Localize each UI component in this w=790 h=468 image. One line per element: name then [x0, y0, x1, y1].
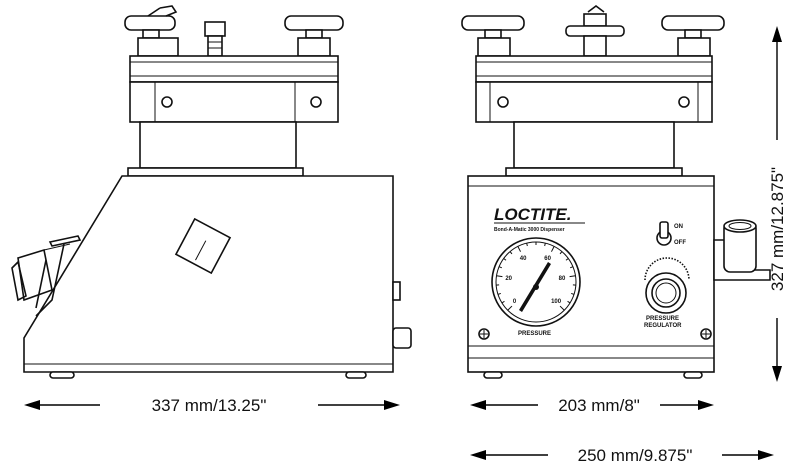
gauge-tick-label: 80	[559, 276, 566, 282]
gauge-tick	[559, 251, 563, 255]
side-view	[11, 5, 412, 379]
front-view: LOCTITE. Bond-A-Matic 3000 Dispenser ON …	[461, 5, 771, 379]
gauge-tick-label: 20	[505, 276, 512, 282]
front-base-plate	[505, 167, 683, 177]
front-screw-right	[700, 328, 712, 340]
dimension-side-width: 337 mm/13.25"	[24, 396, 400, 415]
gauge-tick	[526, 242, 528, 247]
gauge-tick-label: 60	[544, 256, 551, 262]
dimension-overall-width: 250 mm/9.875"	[470, 446, 774, 465]
gauge-tick	[569, 266, 574, 269]
gauge-label: PRESSURE	[518, 331, 551, 337]
gauge-tick-label: 40	[520, 256, 527, 262]
height-label: 327 mm/12.875"	[768, 167, 787, 291]
gauge-tick	[496, 275, 503, 278]
gauge-tick-label: 0	[513, 299, 517, 305]
side-cup-holder	[713, 219, 771, 281]
side-reservoir	[139, 121, 297, 169]
side-rear-switch	[392, 281, 401, 301]
side-width-label: 337 mm/13.25"	[152, 396, 267, 415]
front-handwheel-right	[661, 15, 725, 57]
side-reservoir-cap	[129, 55, 339, 123]
pressure-regulator-knob[interactable]	[644, 257, 690, 314]
gauge-tick	[501, 300, 505, 304]
gauge-tick	[565, 258, 569, 261]
side-handwheel-right	[284, 15, 344, 57]
side-knob	[174, 217, 232, 275]
side-handwheel-left	[124, 5, 179, 57]
gauge-tick	[503, 258, 507, 261]
gauge-tick	[567, 300, 571, 304]
dimension-height: 327 mm/12.875"	[768, 26, 787, 382]
side-valve-fitting	[204, 21, 226, 57]
brand-logo: LOCTITE.	[494, 205, 571, 224]
gauge-tick	[498, 266, 503, 269]
switch-on-label: ON	[674, 224, 683, 230]
gauge-tick	[544, 242, 546, 247]
gauge-tick	[509, 251, 513, 255]
front-valve-fitting	[565, 5, 625, 57]
gauge-tick	[569, 275, 576, 278]
power-switch[interactable]: ON OFF	[656, 221, 686, 246]
dimension-front-width: 203 mm/8"	[470, 396, 714, 415]
gauge-tick	[550, 246, 555, 252]
gauge-tick	[507, 305, 513, 311]
gauge-tick-label: 100	[551, 299, 562, 305]
front-reservoir-cap	[475, 55, 713, 123]
gauge-tick	[517, 246, 522, 252]
pressure-gauge: 0 20 40 60 80 100	[491, 237, 581, 327]
switch-off-label: OFF	[674, 240, 686, 246]
regulator-label-2: REGULATOR	[644, 323, 682, 329]
side-front-assembly	[11, 235, 82, 317]
front-handwheel-left	[461, 15, 525, 57]
gauge-tick	[571, 292, 575, 295]
gauge-tick	[497, 292, 501, 295]
side-base-plate	[127, 167, 304, 177]
gauge-tick	[559, 305, 565, 311]
overall-width-label: 250 mm/9.875"	[578, 446, 693, 465]
product-subtitle: Bond-A-Matic 3000 Dispenser	[494, 227, 565, 233]
side-housing	[23, 175, 394, 373]
front-width-label: 203 mm/8"	[558, 396, 640, 415]
regulator-label-1: PRESSURE	[646, 316, 679, 322]
side-rear-port	[392, 327, 412, 349]
front-screw-left	[478, 328, 490, 340]
front-reservoir	[513, 121, 675, 169]
